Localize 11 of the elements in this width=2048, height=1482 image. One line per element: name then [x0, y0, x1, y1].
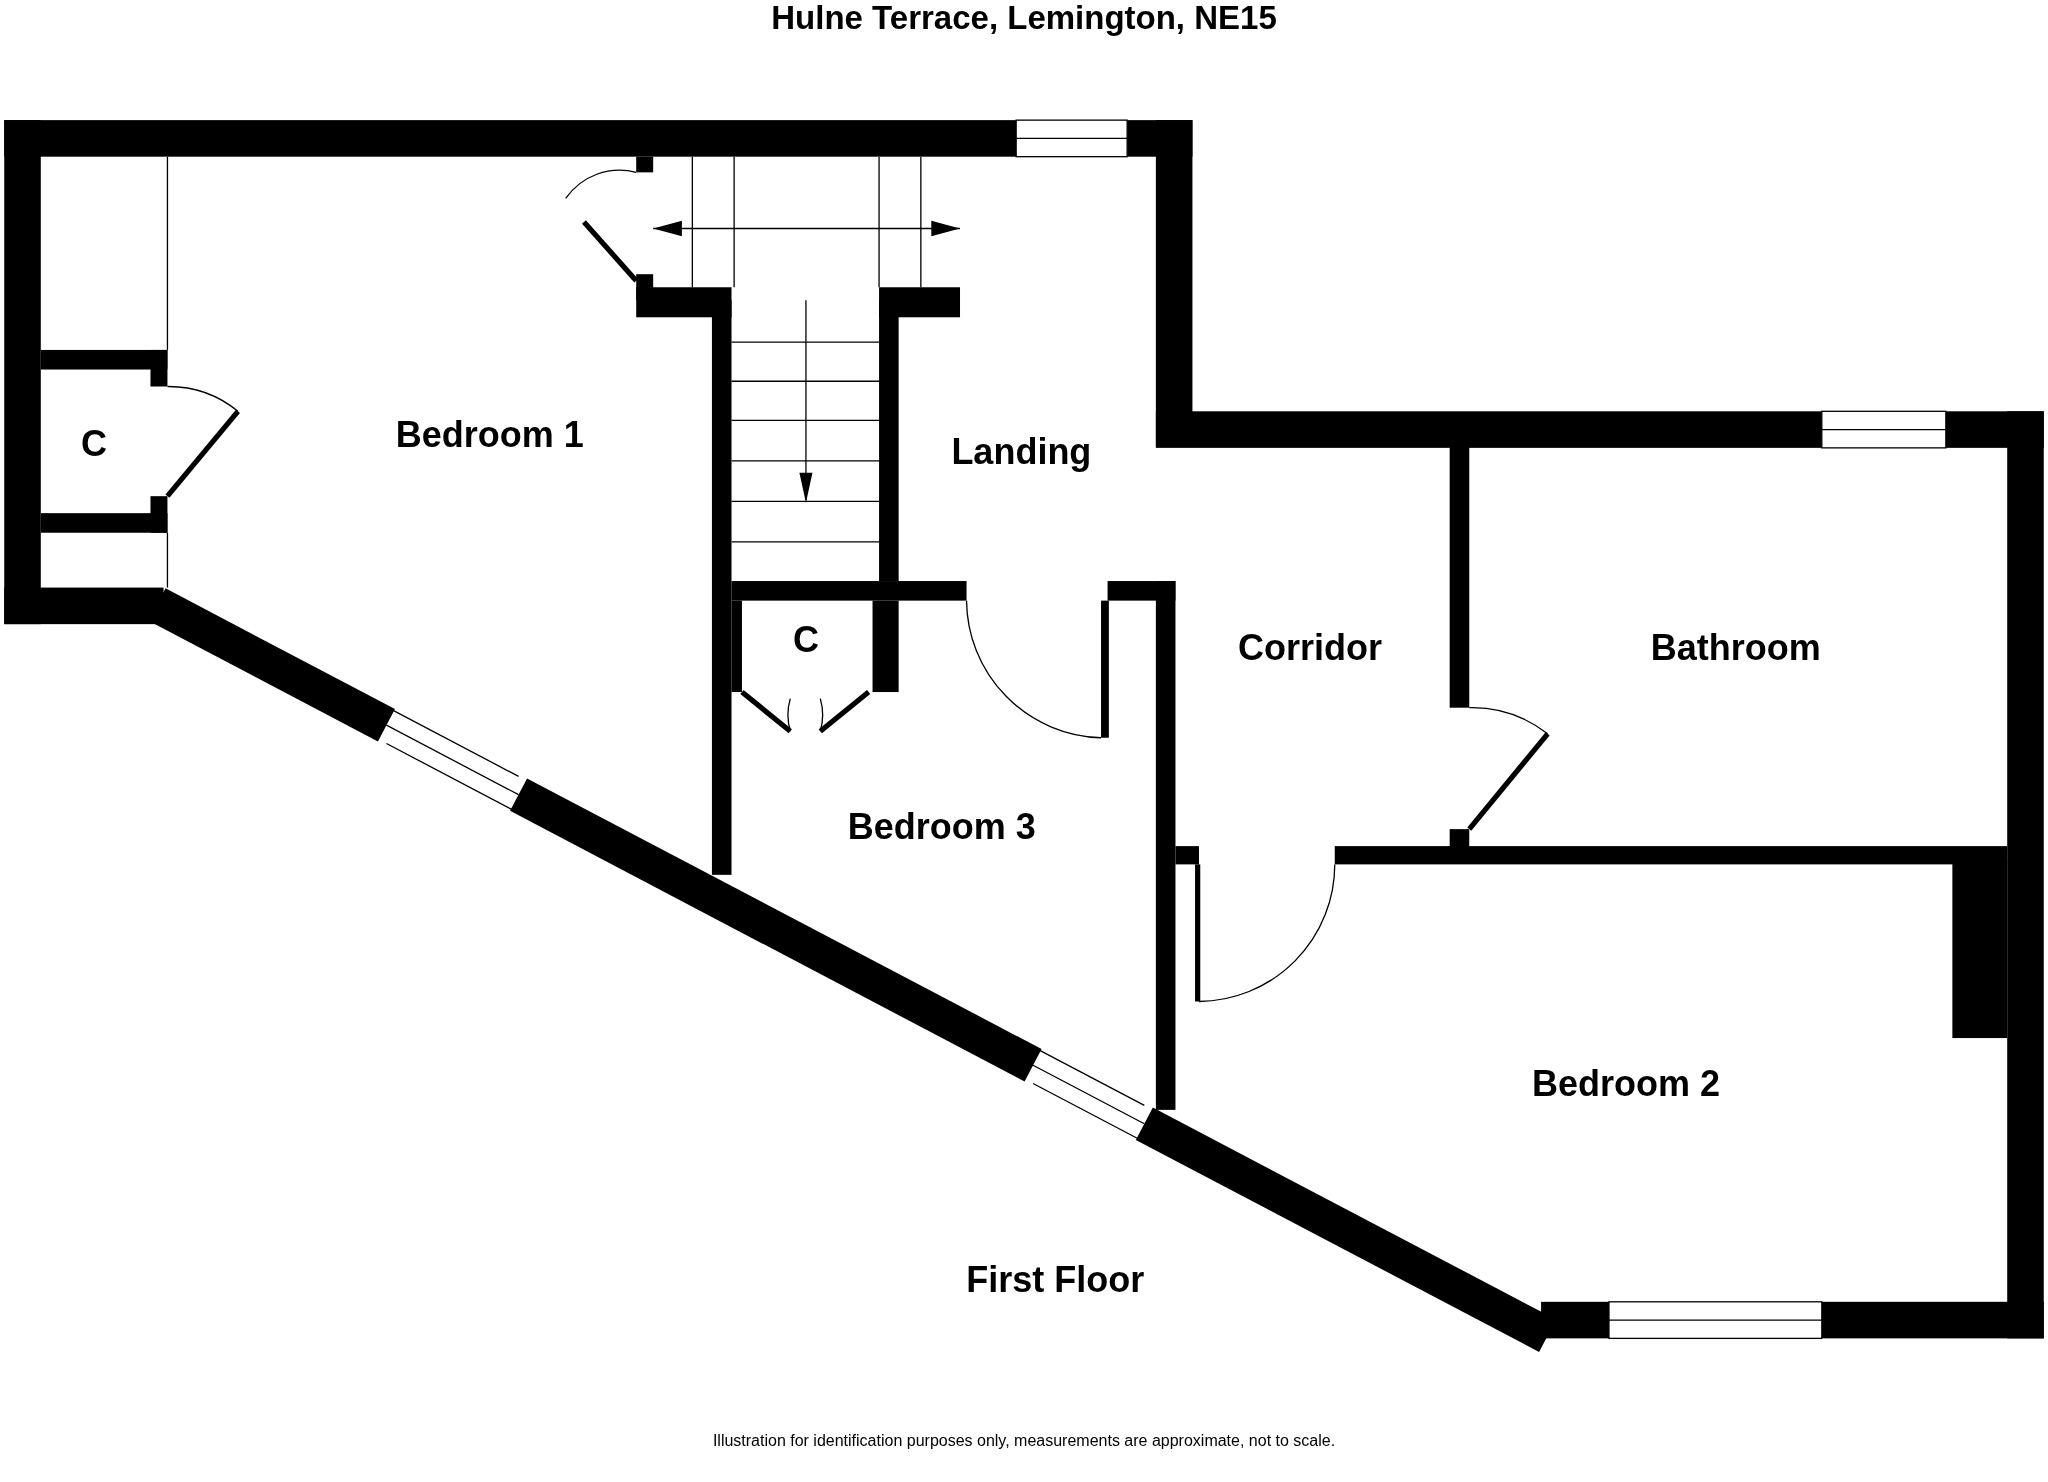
disclaimer-note: Illustration for identification purposes only, measurements are approximate, not to scale. — [712, 1431, 1336, 1450]
plan-title: Hulne Terrace, Lemington, NE15 — [771, 0, 1277, 38]
room-label: C — [792, 619, 819, 661]
room-label: Corridor — [1238, 626, 1383, 669]
room-label: Bathroom — [1650, 626, 1821, 669]
room-label: C — [81, 423, 108, 466]
floor-label: First Floor — [966, 1259, 1145, 1301]
room-label: Landing — [951, 430, 1092, 473]
room-label: Bedroom 2 — [1532, 1063, 1721, 1106]
room-label: Bedroom 3 — [847, 805, 1036, 848]
room-label: Bedroom 1 — [395, 413, 584, 456]
